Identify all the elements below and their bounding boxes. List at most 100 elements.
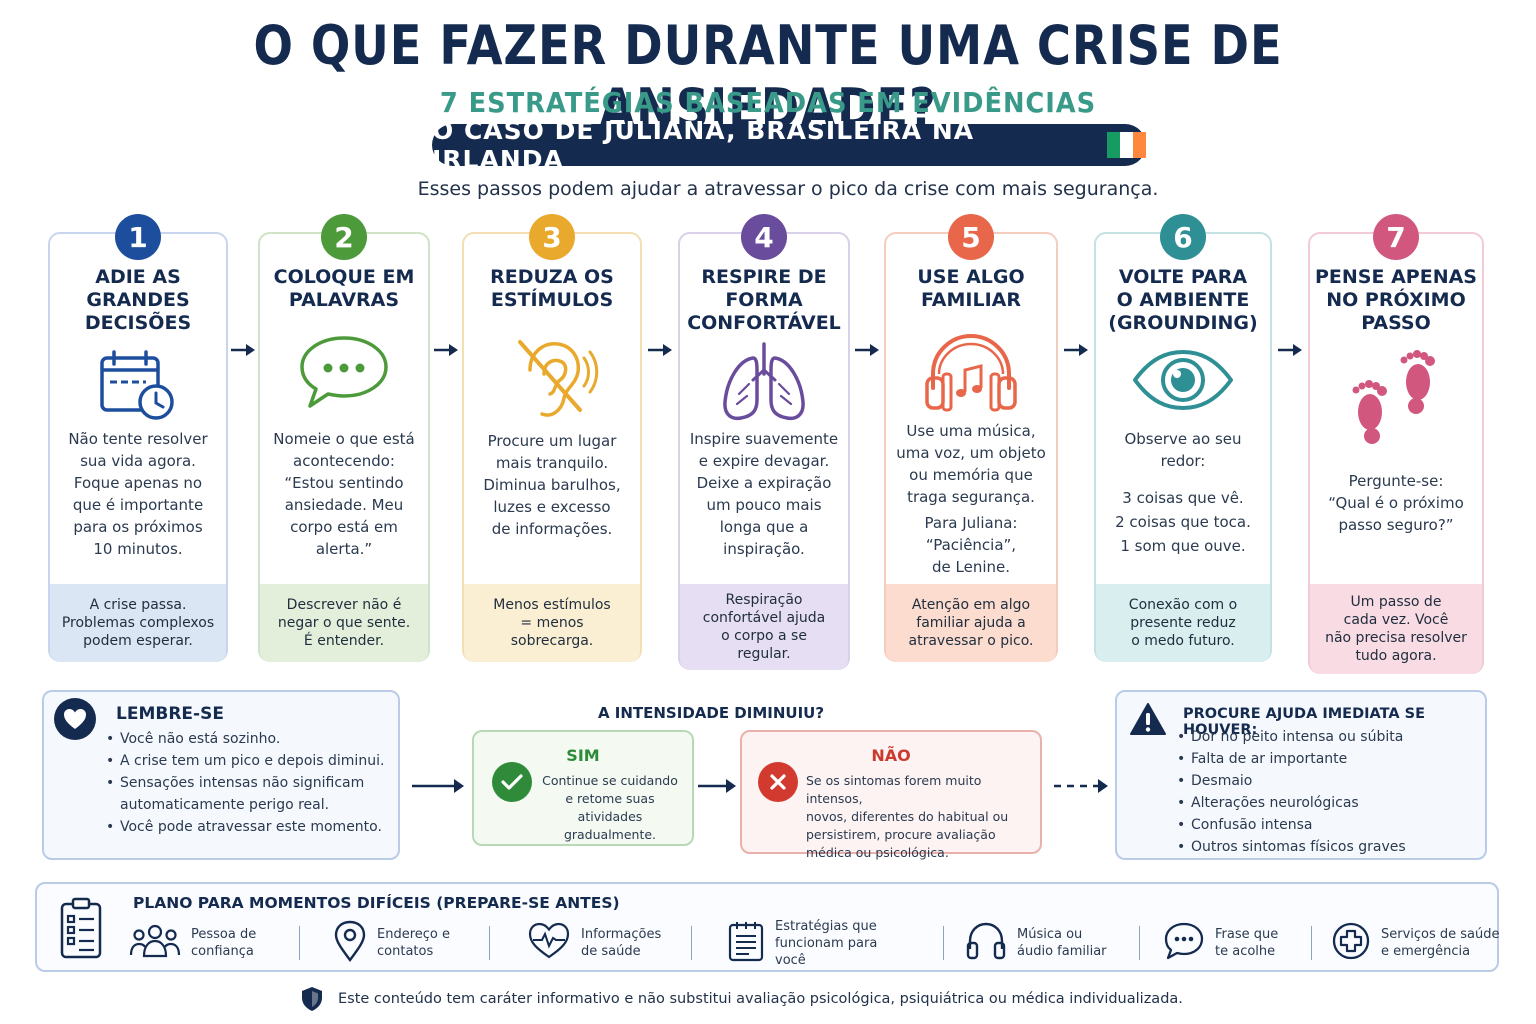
ireland-flag-icon — [1107, 132, 1146, 158]
step-description-line: um pouco mais — [706, 496, 822, 514]
step-description-line: de informações. — [491, 520, 613, 538]
eye-icon — [1131, 348, 1235, 416]
yes-label: SIM — [566, 746, 600, 765]
step-description-line: ou memória que — [909, 466, 1033, 484]
urgent-help-list: Dor no peito intensa ou súbitaFalta de a… — [1177, 726, 1477, 858]
remember-item: Você pode atravessar este momento. — [106, 816, 396, 838]
step-description-line: “Estou sentindo — [284, 474, 404, 492]
plan-item-label-line: áudio familiar — [1017, 944, 1107, 959]
step-title-line: COLOQUE EM — [273, 266, 415, 288]
shield-icon — [302, 987, 322, 1011]
plan-item-label: Pessoa de confiança — [191, 926, 311, 960]
medical-cross-icon — [1331, 921, 1371, 965]
step-description-line: mais tranquilo. — [495, 454, 609, 472]
page-title: O QUE FAZER DURANTE UMA CRISE DE ANSIEDA… — [253, 14, 1283, 140]
step-description-line: corpo está em — [290, 518, 398, 536]
arrow-to-yes-icon — [412, 779, 464, 793]
step-note-line: podem esperar. — [83, 633, 193, 649]
step-description-line: Nomeie o que está — [273, 430, 415, 448]
plan-box: PLANO PARA MOMENTOS DIFÍCEIS (PREPARE-SE… — [35, 882, 1501, 972]
step-description-line: ansiedade. Meu — [284, 496, 404, 514]
location-pin-icon — [333, 920, 367, 966]
disclaimer: Este conteúdo tem caráter informativo e … — [300, 986, 1200, 1012]
urgent-help-box: PROCURE AJUDA IMEDIATA SE HOUVER: Dor no… — [1115, 690, 1487, 860]
step-description-line: sua vida agora. — [80, 452, 196, 470]
step-number: 4 — [741, 214, 787, 260]
intro-text: Esses passos podem ajudar a atravessar o… — [417, 178, 1159, 200]
step-description-line: 1 som que ouve. — [1120, 537, 1246, 555]
plan-separator — [489, 926, 490, 960]
no-text-line: novos, diferentes do habitual ou — [806, 809, 1009, 824]
step-note-line: presente reduz — [1130, 615, 1236, 631]
no-text-line: Se os sintomas forem muito intensos, — [806, 773, 982, 806]
step-note-line: negar o que sente. — [277, 615, 411, 631]
yes-text-line: gradualmente. — [563, 827, 657, 842]
step-title-line: CONFORTÁVEL — [687, 312, 841, 334]
step-note-line: familiar ajuda a — [916, 615, 1026, 631]
plan-item-label-line: de saúde — [581, 944, 641, 959]
check-icon — [492, 762, 532, 802]
step-description-line: “Paciência”, — [925, 536, 1017, 554]
speech-bubble-icon — [296, 334, 392, 414]
step-description-line: Observe ao seu — [1124, 430, 1242, 448]
step-title-line: PALAVRAS — [288, 289, 400, 311]
step-description-line: de Lenine. — [931, 558, 1011, 576]
step-title-line: GRANDES — [86, 289, 190, 311]
step-description-line: Deixe a expiração — [696, 474, 832, 492]
plan-item-label-line: confiança — [191, 944, 254, 959]
step-number: 2 — [321, 214, 367, 260]
headphones-music-icon — [921, 330, 1021, 418]
step-note-line: confortável ajuda — [702, 610, 826, 626]
step-title-line: ESTÍMULOS — [490, 289, 614, 311]
step-note-line: = menos — [520, 615, 584, 631]
step-description-line: “Qual é o próximo — [1328, 494, 1464, 512]
ear-off-icon — [504, 334, 600, 428]
step-description-line: Procure um lugar — [487, 432, 617, 450]
step-description-line: acontecendo: — [293, 452, 395, 470]
step-note-line: Conexão com o — [1128, 597, 1238, 613]
step-title-line: PASSO — [1361, 312, 1431, 334]
step-note-line: A crise passa. — [89, 597, 187, 613]
step-note-line: regular. — [737, 646, 791, 662]
step-description-line: redor: — [1160, 452, 1206, 470]
plan-separator — [1139, 926, 1140, 960]
step-title-line: O AMBIENTE — [1116, 289, 1250, 311]
step-description-line: e expire devagar. — [698, 452, 830, 470]
step-number: 3 — [529, 214, 575, 260]
step-title-line: VOLTE PARA — [1118, 266, 1248, 288]
step-description-line: que é importante — [72, 496, 204, 514]
plan-separator — [943, 926, 944, 960]
remember-title: LEMBRE-SE — [116, 704, 224, 724]
step-description-line: Inspire suavemente — [689, 430, 839, 448]
plan-separator — [299, 926, 300, 960]
step-note-line: cada vez. Você — [1343, 612, 1449, 628]
step-description-line: traga segurança. — [907, 488, 1035, 506]
step-arrow-icon — [434, 344, 458, 356]
arrow-yes-to-no-icon — [698, 779, 736, 793]
x-icon — [758, 762, 798, 802]
no-text-line: persistirem, procure avaliação — [806, 827, 996, 842]
plan-item-label-line: Pessoa de — [191, 927, 257, 942]
headphones-icon — [965, 921, 1007, 965]
